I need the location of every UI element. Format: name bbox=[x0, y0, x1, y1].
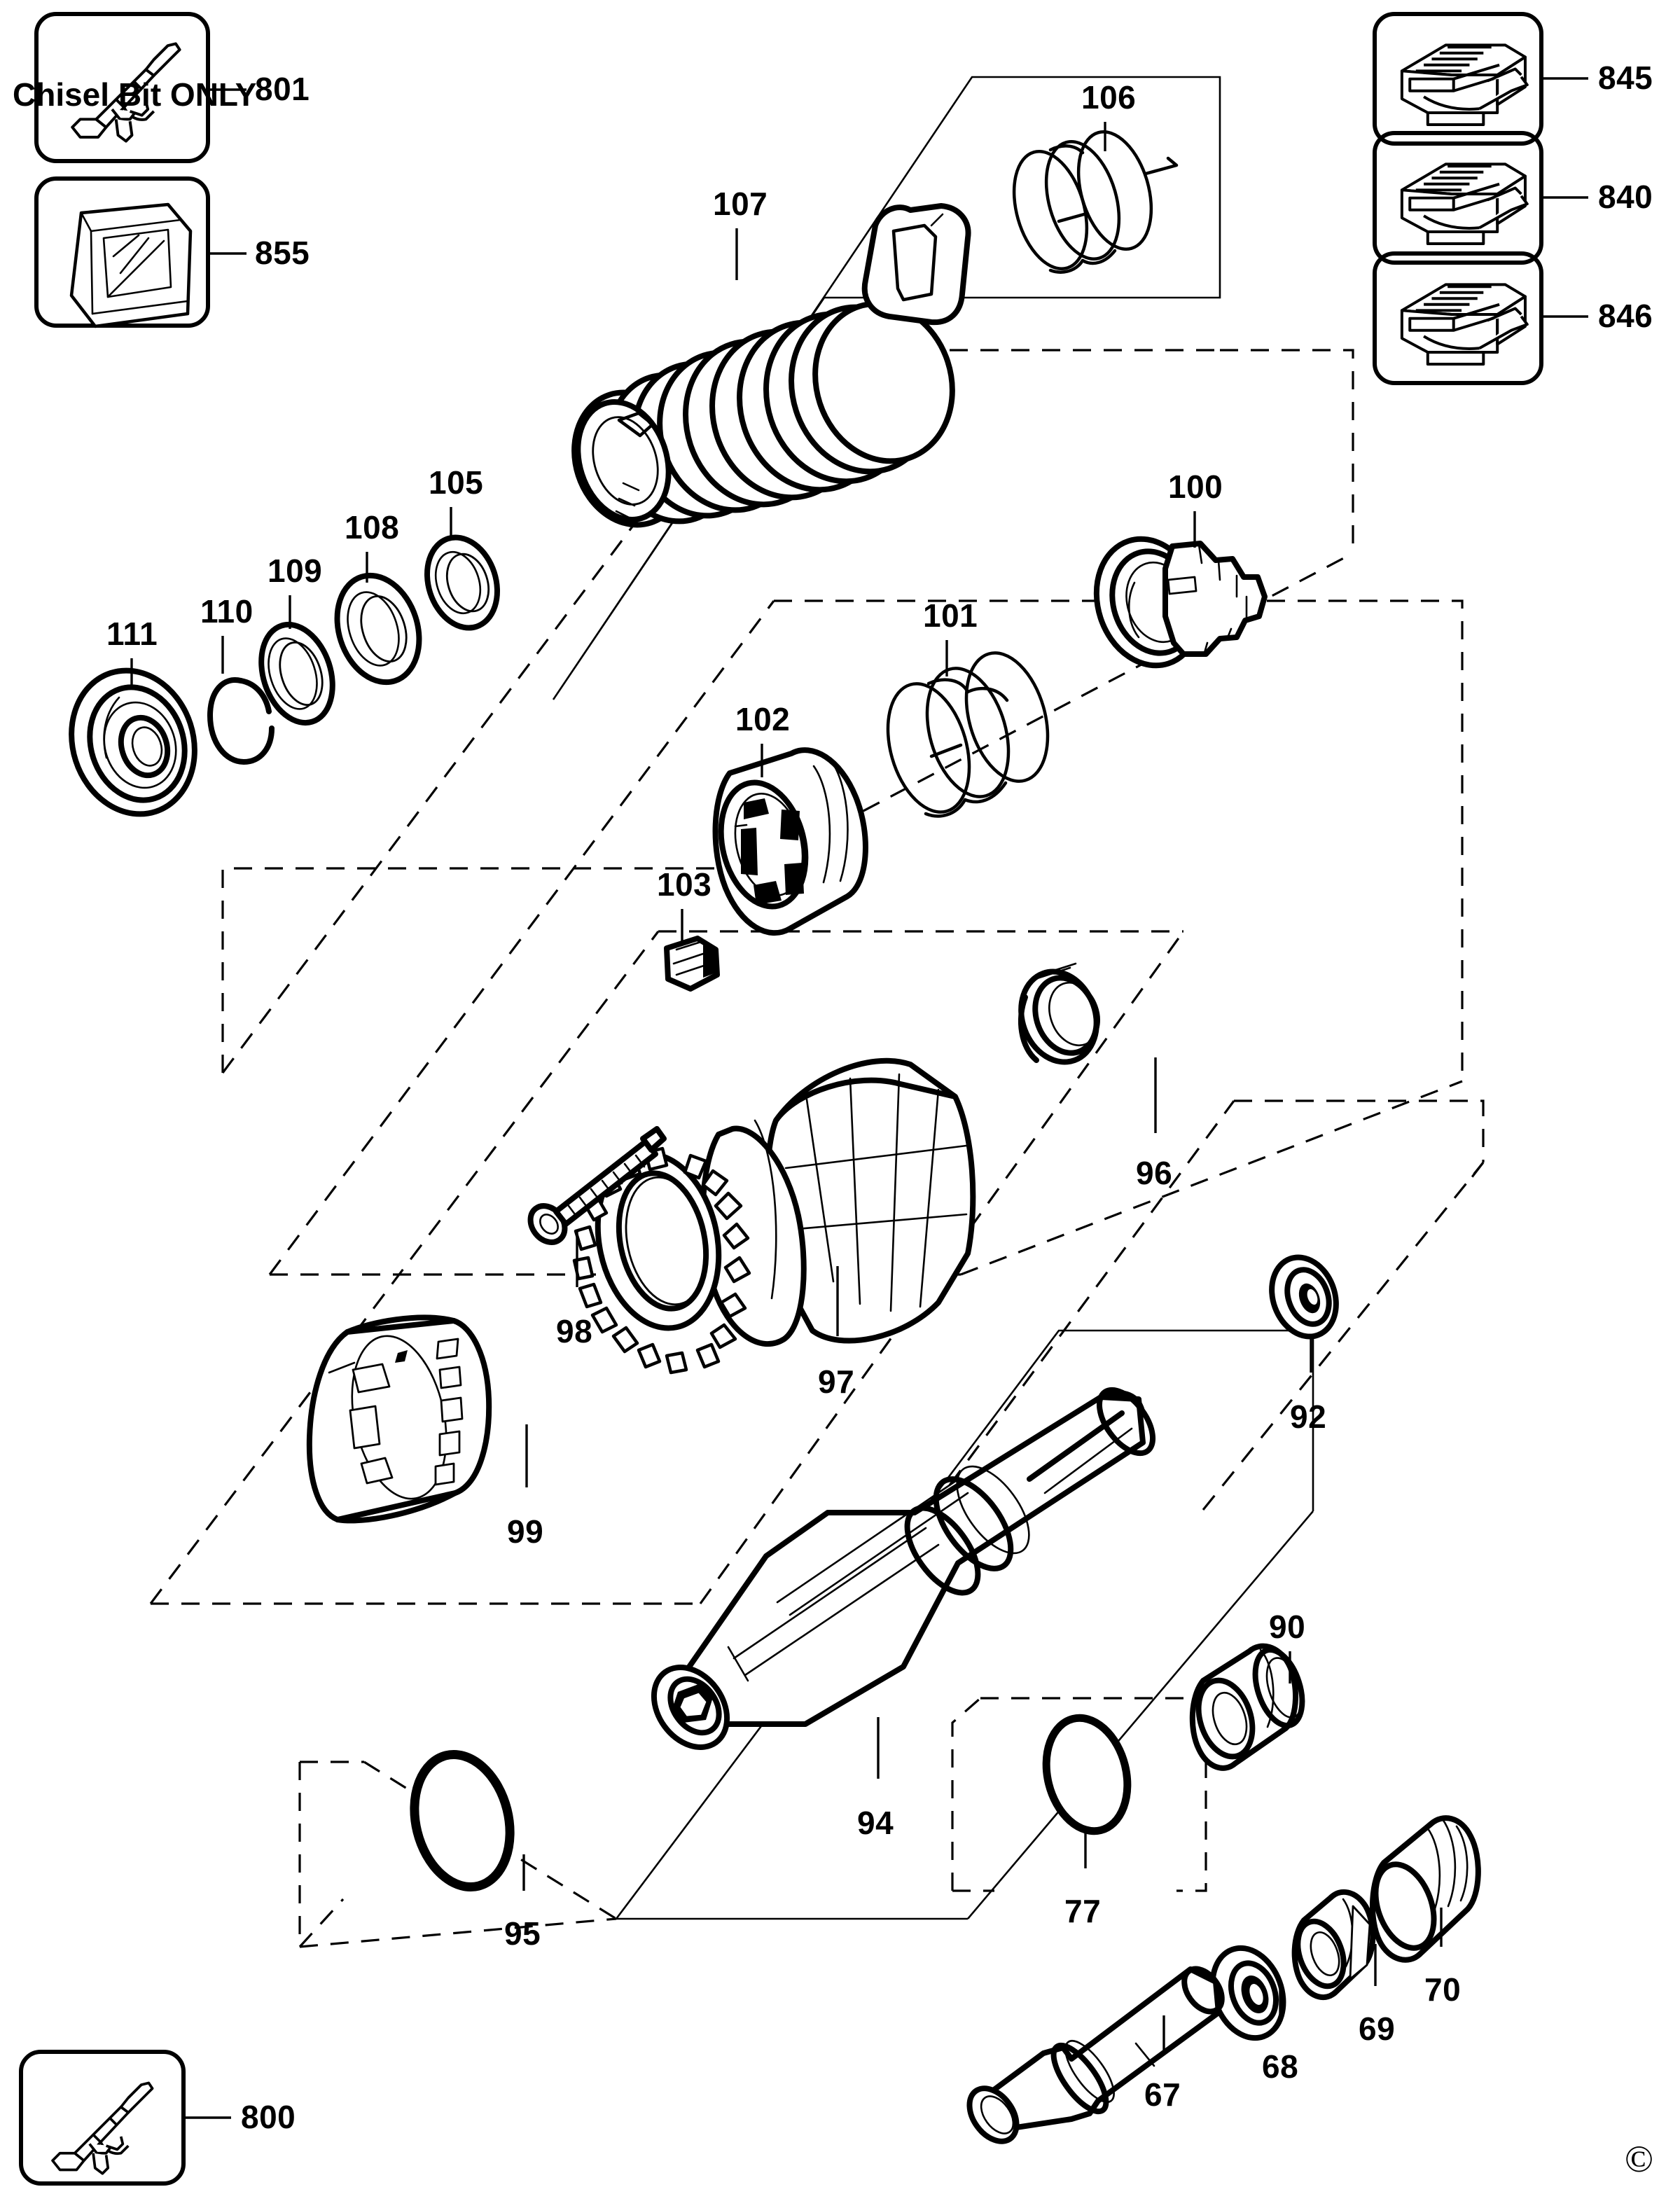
ref-label-846: 846 bbox=[1598, 298, 1653, 334]
ref-label-855: 855 bbox=[255, 235, 310, 271]
part-102-clutch-cap bbox=[712, 747, 868, 936]
ref-label-107: 107 bbox=[713, 186, 768, 222]
ref-label-92: 92 bbox=[1290, 1398, 1327, 1435]
part-92-bearing bbox=[1269, 1254, 1339, 1340]
ref-label-68: 68 bbox=[1262, 2048, 1299, 2085]
ref-label-97: 97 bbox=[818, 1363, 855, 1400]
boxed-item-855 bbox=[34, 176, 247, 328]
ref-label-109: 109 bbox=[268, 553, 323, 589]
ref-label-800: 800 bbox=[241, 2099, 296, 2135]
ref-label-67: 67 bbox=[1144, 2076, 1181, 2113]
boxed-item-800 bbox=[19, 2050, 231, 2186]
part-106-spring bbox=[1012, 130, 1179, 274]
part-107-boot bbox=[571, 203, 971, 528]
part-100-clutch-ring bbox=[1093, 536, 1268, 669]
part-97-clutch-body bbox=[572, 1057, 976, 1375]
ref-label-70: 70 bbox=[1424, 1971, 1462, 2008]
boxed-item-846 bbox=[1373, 251, 1588, 385]
chisel-bit-only-note: Chisel Bit ONLY bbox=[13, 76, 257, 113]
part-108-seal bbox=[334, 572, 422, 686]
ref-label-100: 100 bbox=[1168, 468, 1223, 505]
ref-label-98: 98 bbox=[556, 1313, 593, 1349]
part-101-spring bbox=[886, 651, 1050, 818]
ref-label-105: 105 bbox=[429, 464, 484, 501]
part-77-oring bbox=[1042, 1714, 1132, 1835]
boxed-item-840 bbox=[1373, 131, 1588, 265]
ref-label-99: 99 bbox=[507, 1513, 544, 1550]
ref-label-840: 840 bbox=[1598, 179, 1653, 215]
part-90-bushing bbox=[1189, 1643, 1305, 1771]
ref-label-102: 102 bbox=[735, 701, 791, 737]
part-67-pin bbox=[966, 1966, 1225, 2144]
part-98-screw bbox=[527, 1126, 667, 1245]
ref-label-77: 77 bbox=[1064, 1893, 1102, 1929]
group-outline-95 bbox=[298, 1761, 617, 1950]
part-96-seal-sleeve bbox=[1018, 962, 1100, 1065]
ref-label-69: 69 bbox=[1359, 2011, 1396, 2047]
ref-label-90: 90 bbox=[1269, 1609, 1306, 1645]
copyright-mark: © bbox=[1625, 2138, 1654, 2180]
part-99-tool-holder bbox=[306, 1314, 492, 1524]
ref-label-801: 801 bbox=[255, 71, 310, 107]
ref-label-95: 95 bbox=[504, 1915, 541, 1952]
part-69-race bbox=[1291, 1889, 1376, 2000]
ref-label-110: 110 bbox=[200, 593, 254, 630]
part-94-spindle bbox=[651, 1387, 1156, 1750]
ref-label-106: 106 bbox=[1081, 79, 1137, 116]
ref-label-96: 96 bbox=[1136, 1155, 1173, 1191]
boxed-item-801 bbox=[34, 12, 247, 163]
ref-label-101: 101 bbox=[923, 597, 978, 634]
part-105-oring bbox=[424, 534, 500, 631]
ref-label-94: 94 bbox=[857, 1805, 894, 1841]
leader-lines bbox=[130, 122, 1443, 2052]
ref-label-845: 845 bbox=[1598, 60, 1653, 96]
part-70-sleeve bbox=[1369, 1815, 1481, 1963]
ref-label-108: 108 bbox=[345, 509, 400, 546]
part-95-oring bbox=[410, 1749, 515, 1892]
boxed-item-845 bbox=[1373, 12, 1588, 146]
ref-label-111: 111 bbox=[106, 616, 158, 652]
part-109-washer bbox=[258, 621, 335, 726]
part-103-key bbox=[664, 936, 720, 992]
part-111-seal-cap bbox=[69, 667, 197, 817]
ref-label-103: 103 bbox=[657, 866, 712, 903]
part-110-retaining-ring bbox=[207, 677, 275, 765]
